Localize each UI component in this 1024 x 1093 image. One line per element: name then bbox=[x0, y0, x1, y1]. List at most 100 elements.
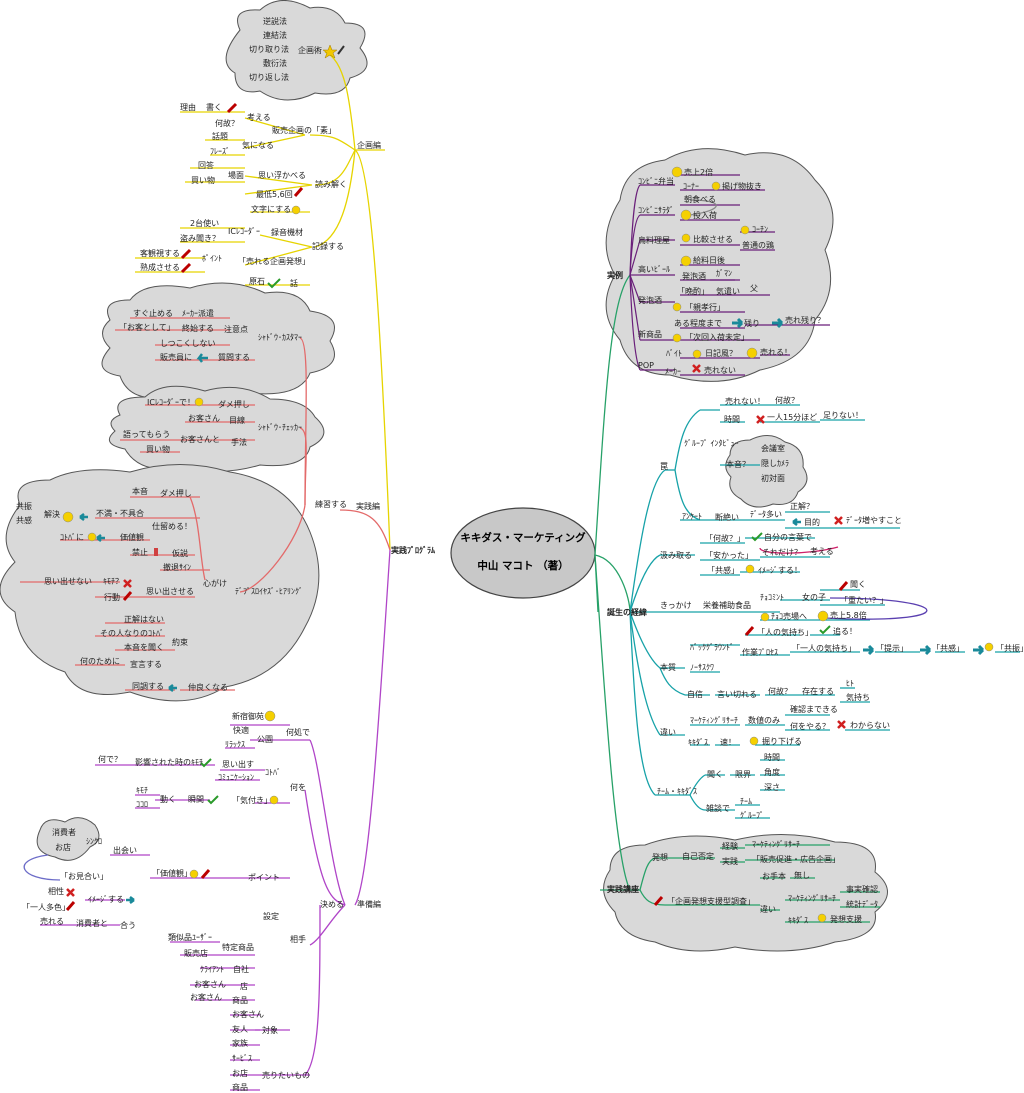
node-jisha[interactable]: 自社 bbox=[233, 964, 249, 974]
node-renketsu[interactable]: 連結法 bbox=[263, 30, 287, 40]
node-hito[interactable]: ﾋﾄ bbox=[846, 679, 854, 688]
node-kikakuhen[interactable]: 企画編 bbox=[357, 140, 381, 150]
node-fukasa[interactable]: 深さ bbox=[764, 783, 780, 792]
node-onnanoko[interactable]: 女の子 bbox=[802, 592, 826, 602]
node-fuman[interactable]: 不満・不具合 bbox=[96, 508, 144, 518]
node-naze3[interactable]: 何故？ bbox=[768, 686, 792, 696]
node-kyuryo[interactable]: 給料日後 bbox=[693, 255, 725, 265]
node-shitsumon[interactable]: 質問する bbox=[218, 352, 250, 362]
node-okyakusan-to[interactable]: お客さんと bbox=[180, 434, 220, 444]
node-sonzai[interactable]: 存在する bbox=[802, 686, 834, 696]
node-jukusei[interactable]: 熟成させる bbox=[140, 262, 180, 272]
node-aite[interactable]: 相手 bbox=[290, 934, 306, 944]
node-kikkake[interactable]: きっかけ bbox=[660, 601, 692, 610]
node-kinshi[interactable]: 禁止 bbox=[132, 547, 148, 557]
node-omoidasaseru[interactable]: 思い出させる bbox=[146, 586, 194, 596]
node-kyakkan[interactable]: 客観視する bbox=[140, 248, 180, 258]
node-aisho[interactable]: 相性 bbox=[48, 886, 64, 896]
node-baito[interactable]: ﾊﾞｲﾄ bbox=[666, 349, 682, 358]
node-futsu[interactable]: 普通の鶏 bbox=[742, 240, 774, 250]
node-koudou[interactable]: 行動 bbox=[104, 592, 120, 602]
node-asatabe[interactable]: 朝食べる bbox=[684, 194, 716, 204]
node-takai-beer[interactable]: 高いﾋﾞｰﾙ bbox=[638, 264, 670, 274]
node-chichi[interactable]: 父 bbox=[750, 284, 758, 293]
node-nannotame[interactable]: 何のために bbox=[80, 656, 120, 666]
node-toukei[interactable]: 統計ﾃﾞｰﾀ bbox=[846, 899, 878, 909]
node-eiyou[interactable]: 栄養補助食品 bbox=[703, 600, 751, 610]
node-hanashi[interactable]: 話 bbox=[290, 278, 298, 288]
node-kakunin[interactable]: 確認まできる bbox=[790, 704, 838, 714]
node-gyakusetsu[interactable]: 逆説法 bbox=[263, 16, 287, 26]
node-nusumi[interactable]: 盗み聞き？ bbox=[180, 233, 220, 243]
node-kimochi2[interactable]: ｷﾓﾁ bbox=[136, 786, 148, 795]
node-kizuki[interactable]: 「気付き」 bbox=[232, 795, 272, 805]
node-jiko[interactable]: 自己否定 bbox=[682, 851, 714, 861]
node-hanbai-moto[interactable]: 販売企画の「素」 bbox=[272, 125, 336, 135]
node-kokoro[interactable]: ｺｺﾛ bbox=[136, 800, 148, 809]
node-nande[interactable]: 何で？ bbox=[98, 754, 122, 764]
node-hassou-shien[interactable]: 発想支援 bbox=[830, 914, 862, 924]
node-oyakoukou[interactable]: 「親孝行」 bbox=[685, 302, 725, 312]
node-jissen2[interactable]: 実践 bbox=[722, 856, 738, 866]
node-genseki[interactable]: 原石 bbox=[249, 277, 265, 286]
node-dame-oshi[interactable]: ダメ押し bbox=[218, 399, 250, 409]
node-mise[interactable]: 店 bbox=[240, 981, 248, 991]
node-ugoku[interactable]: 動く bbox=[160, 795, 176, 804]
node-data-ooi[interactable]: ﾃﾞｰﾀ多い bbox=[750, 509, 782, 519]
node-service[interactable]: ｻｰﾋﾞｽ bbox=[232, 1054, 252, 1063]
node-jissen-koza[interactable]: 実践講座 bbox=[607, 884, 639, 894]
node-hitorino2[interactable]: 「一人の気持ち」 bbox=[792, 643, 856, 653]
node-sync[interactable]: ｼﾝｸﾛ bbox=[86, 837, 102, 846]
node-hitori[interactable]: 「一人多色」 bbox=[22, 902, 70, 912]
node-horisage[interactable]: 掘り下げる bbox=[762, 737, 802, 746]
node-shadow-checker[interactable]: ｼｬﾄﾞｳ･ﾁｪｯｶｰ bbox=[258, 423, 302, 432]
node-omiai[interactable]: 「お見合い」 bbox=[60, 871, 108, 881]
node-jikan2[interactable]: 時間 bbox=[764, 753, 780, 762]
node-settei[interactable]: 設定 bbox=[263, 911, 279, 921]
node-omise[interactable]: お店 bbox=[55, 842, 71, 852]
node-hikaku[interactable]: 比較させる bbox=[693, 234, 733, 244]
node-omoiukabe[interactable]: 思い浮かべる bbox=[258, 170, 306, 180]
node-background[interactable]: ﾊﾞｯｸｸﾞﾗｳﾝﾄﾞ bbox=[690, 643, 734, 652]
node-dameoshi2[interactable]: ダメ押し bbox=[160, 488, 192, 498]
node-nani-t[interactable]: 何をやる？ bbox=[790, 721, 830, 731]
node-chuiten[interactable]: 注意点 bbox=[224, 324, 248, 334]
node-urenai2[interactable]: 売れない！ bbox=[725, 396, 765, 406]
node-kakudo[interactable]: 角度 bbox=[764, 767, 780, 777]
node-sugu[interactable]: すぐ止める bbox=[133, 308, 173, 318]
node-kaimono2[interactable]: 買い物 bbox=[146, 444, 170, 454]
node-phrase[interactable]: ﾌﾚｰｽﾞ bbox=[210, 147, 230, 156]
node-kachikan2[interactable]: 「価値観」 bbox=[152, 868, 192, 878]
node-point2[interactable]: ポイント bbox=[248, 873, 280, 882]
node-honnin[interactable]: 本音を聞く bbox=[124, 642, 164, 652]
node-tanjo[interactable]: 誕生の経緯 bbox=[607, 607, 647, 617]
node-komyu[interactable]: ｺﾐｭﾆｹｰｼｮﾝ bbox=[218, 773, 254, 782]
node-okyakusan-b[interactable]: お客さん bbox=[190, 992, 222, 1002]
node-hanbaiten[interactable]: 販売店 bbox=[184, 948, 208, 958]
node-urenokori[interactable]: 売れ残り？ bbox=[785, 315, 825, 325]
node-okyakusan[interactable]: お客さん bbox=[188, 413, 220, 423]
node-shunkan[interactable]: 瞬間 bbox=[188, 795, 204, 804]
node-mokusen[interactable]: 目線 bbox=[229, 415, 245, 425]
node-kiritori[interactable]: 切り取り法 bbox=[249, 44, 289, 54]
node-gaman[interactable]: ｶﾞﾏﾝ bbox=[716, 269, 732, 278]
node-omoidasu[interactable]: 思い出す bbox=[222, 759, 254, 769]
node-group[interactable]: ｸﾞﾙｰﾌﾟ ｲﾝﾀﾋﾞｭｰ bbox=[684, 439, 739, 448]
node-tehou[interactable]: 手法 bbox=[231, 437, 247, 447]
node-naze-t[interactable]: 何故？ bbox=[775, 395, 799, 405]
node-rokuon[interactable]: 録音機材 bbox=[271, 227, 303, 237]
node-soredake[interactable]: それだけ？ bbox=[762, 548, 802, 557]
node-kangaeru2[interactable]: 考える bbox=[810, 547, 834, 556]
node-kiroku[interactable]: 記録する bbox=[312, 241, 344, 251]
node-kyomei-t[interactable]: 「共振」 bbox=[996, 643, 1024, 653]
node-hanbai-in[interactable]: 販売員に bbox=[160, 352, 192, 362]
node-chigai[interactable]: 違い bbox=[660, 727, 676, 737]
node-mojini[interactable]: 文字にする bbox=[251, 204, 291, 214]
node-ureru[interactable]: 売れる bbox=[40, 916, 64, 926]
node-genkai[interactable]: 限界 bbox=[735, 770, 751, 779]
node-ketsu[interactable]: 掲げ物抜き bbox=[722, 181, 762, 191]
node-kyokan-t[interactable]: 「共感」 bbox=[707, 565, 739, 575]
node-keiken[interactable]: 経験 bbox=[722, 841, 738, 851]
node-kazoku[interactable]: 家族 bbox=[232, 1038, 248, 1048]
node-shikake[interactable]: 仕留める！ bbox=[152, 521, 192, 531]
